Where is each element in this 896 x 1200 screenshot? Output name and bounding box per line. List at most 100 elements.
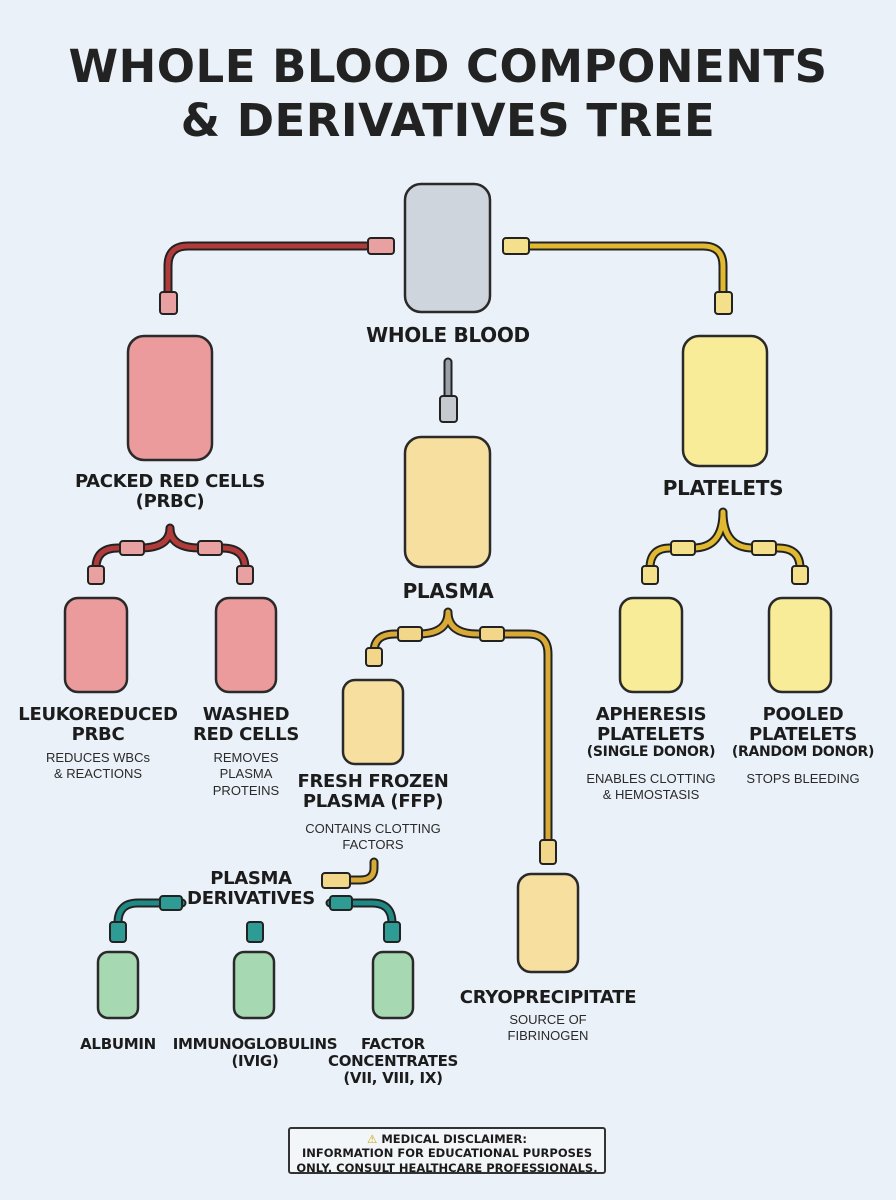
label-pooled-line2: PLATELETS (748, 724, 858, 746)
connector-icon (321, 872, 351, 889)
bag-ivig (232, 950, 276, 1020)
label-plasma: PLASMA (402, 579, 494, 603)
disclaimer-title: ⚠ MEDICAL DISCLAIMER: (290, 1132, 604, 1146)
label-pooled-line1: POOLED (762, 704, 844, 725)
label-pooled-line3: (RANDOM DONOR) (731, 744, 875, 761)
connector-icon (539, 839, 557, 865)
label-plasma-derivatives-line1: PLASMA (210, 868, 292, 889)
bag-albumin (96, 950, 140, 1020)
connector-icon (791, 565, 809, 585)
label-factor-line2: CONCENTRATES (328, 1051, 459, 1070)
connector-icon (439, 395, 458, 423)
connector-icon (670, 540, 696, 556)
label-factor-line1: FACTOR (361, 1035, 425, 1053)
tube-whole-blood-to-platelets (525, 241, 728, 299)
connector-icon (159, 291, 178, 315)
desc-pooled-line1: STOPS BLEEDING (746, 771, 860, 786)
label-albumin: ALBUMIN (80, 1035, 156, 1053)
connector-icon (365, 647, 383, 667)
disclaimer-box: ⚠ MEDICAL DISCLAIMER: INFORMATION FOR ED… (288, 1127, 606, 1175)
connector-icon (246, 921, 264, 943)
disclaimer-line1: MEDICAL DISCLAIMER: (381, 1132, 527, 1146)
desc-ffp-line2: FACTORS (342, 837, 404, 853)
label-apheresis: APHERESIS PLATELETS (SINGLE DONOR) (571, 704, 731, 761)
desc-washed: REMOVES PLASMA PROTEINS (186, 750, 306, 799)
desc-pooled: STOPS BLEEDING (730, 771, 876, 787)
connector-icon (479, 626, 505, 642)
desc-cryo-line2: FIBRINOGEN (507, 1028, 589, 1044)
connector-icon (714, 291, 733, 315)
label-apheresis-line3: (SINGLE DONOR) (586, 744, 716, 761)
connector-icon (367, 237, 395, 255)
connector-icon (109, 921, 127, 943)
connector-icon (119, 540, 145, 556)
connector-icon (329, 895, 353, 911)
label-washed-line2: RED CELLS (192, 724, 300, 746)
label-leukoreduced-line2: PRBC (71, 724, 125, 746)
desc-apheresis: ENABLES CLOTTING & HEMOSTASIS (571, 771, 731, 804)
label-ffp-line1: FRESH FROZEN (297, 771, 449, 792)
desc-ffp: CONTAINS CLOTTING FACTORS (283, 821, 463, 854)
label-prbc-line2: (PRBC) (135, 491, 205, 513)
page-subtitle: & DERIVATIVES TREE (180, 94, 716, 147)
label-ffp: FRESH FROZEN PLASMA (FFP) (283, 771, 463, 813)
label-factor-line3: (VII, VIII, IX) (343, 1068, 443, 1087)
bag-pooled (767, 596, 833, 694)
bag-prbc (126, 334, 214, 462)
label-apheresis-line2: PLATELETS (596, 724, 706, 746)
desc-leukoreduced: REDUCES WBCs & REACTIONS (8, 750, 188, 783)
label-ivig: IMMUNOGLOBULINS (IVIG) (170, 1036, 340, 1070)
label-cryo: CRYOPRECIPITATE (459, 987, 637, 1008)
bag-apheresis (618, 596, 684, 694)
desc-apheresis-line1: ENABLES CLOTTING (586, 771, 716, 786)
label-washed-line1: WASHED (202, 704, 290, 725)
connector-icon (383, 921, 401, 943)
label-prbc-line1: PACKED RED CELLS (74, 471, 266, 492)
desc-cryo-line1: SOURCE OF (509, 1012, 587, 1027)
desc-leukoreduced-line1: REDUCES WBCs (45, 750, 150, 765)
label-platelets: PLATELETS (662, 476, 784, 500)
bag-ffp (341, 678, 405, 766)
label-ivig-line1: IMMUNOGLOBULINS (172, 1035, 338, 1053)
bag-cryo (516, 872, 580, 974)
disclaimer-line3: ONLY. CONSULT HEALTHCARE PROFESSIONALS. (296, 1160, 598, 1175)
connector-icon (197, 540, 223, 556)
label-leukoreduced-line1: LEUKOREDUCED (18, 704, 178, 725)
label-prbc: PACKED RED CELLS (PRBC) (50, 471, 290, 513)
connector-icon (751, 540, 777, 556)
desc-cryo: SOURCE OF FIBRINOGEN (438, 1012, 658, 1045)
desc-apheresis-line2: & HEMOSTASIS (602, 787, 700, 803)
bag-leukoreduced (63, 596, 129, 694)
label-plasma-derivatives: PLASMA DERIVATIVES (168, 868, 334, 910)
connector-icon (397, 626, 423, 642)
label-apheresis-line1: APHERESIS (595, 704, 707, 725)
warning-icon: ⚠ (367, 1132, 378, 1146)
disclaimer-line2: INFORMATION FOR EDUCATIONAL PURPOSES (301, 1146, 593, 1161)
label-washed: WASHED RED CELLS (186, 704, 306, 746)
connector-icon (87, 565, 105, 585)
desc-washed-line3: PROTEINS (212, 782, 280, 798)
connector-icon (641, 565, 659, 585)
label-factor: FACTOR CONCENTRATES (VII, VIII, IX) (328, 1036, 458, 1086)
bag-platelets (681, 334, 769, 468)
label-plasma-derivatives-line2: DERIVATIVES (187, 888, 315, 910)
page-title: WHOLE BLOOD COMPONENTS (68, 40, 828, 93)
label-ivig-line2: (IVIG) (231, 1051, 279, 1070)
label-whole-blood: WHOLE BLOOD (366, 323, 530, 347)
desc-leukoreduced-line2: & REACTIONS (53, 766, 143, 782)
connector-icon (159, 895, 183, 911)
bag-plasma (403, 435, 492, 569)
tube-whole-blood-to-prbc (163, 241, 371, 299)
bag-washed (214, 596, 278, 694)
label-leukoreduced: LEUKOREDUCED PRBC (8, 704, 188, 746)
bag-factor (371, 950, 415, 1020)
connector-icon (502, 237, 530, 255)
label-ffp-line2: PLASMA (FFP) (302, 791, 444, 813)
desc-washed-line1: REMOVES (213, 750, 279, 765)
connector-icon (236, 565, 254, 585)
desc-ffp-line1: CONTAINS CLOTTING (305, 821, 441, 836)
label-pooled: POOLED PLATELETS (RANDOM DONOR) (730, 704, 876, 761)
desc-washed-line2: PLASMA (219, 766, 273, 782)
bag-whole-blood (403, 182, 492, 314)
